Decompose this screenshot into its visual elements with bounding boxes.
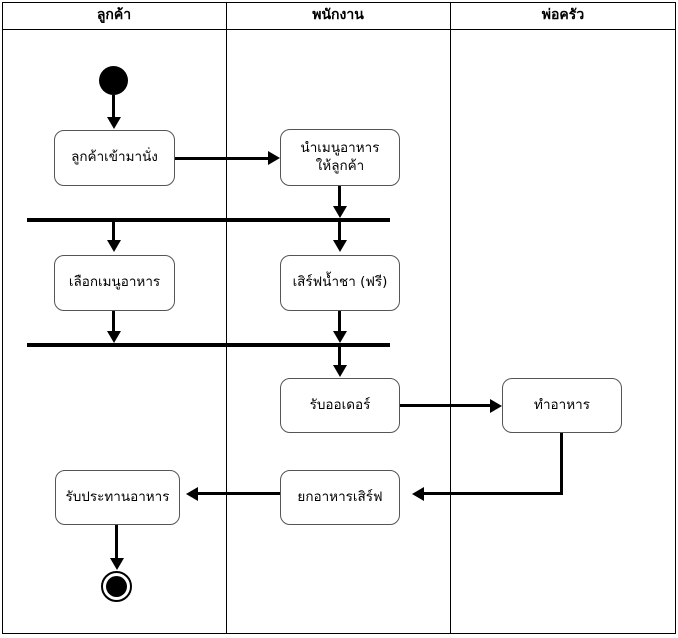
- edge-seat-to-menu: [175, 156, 269, 160]
- arrowhead-cook-to-serve: [412, 487, 424, 501]
- lane-header-chef: พ่อครัว: [541, 7, 585, 23]
- arrowhead-take-order-to-cook: [490, 398, 502, 413]
- activity-serve-food[interactable]: ยกอาหารเสิร์ฟ: [280, 470, 400, 525]
- arrowhead-seat-to-menu: [268, 151, 280, 165]
- activity-customer-sits[interactable]: ลูกค้าเข้ามานั่ง: [54, 130, 175, 186]
- lane-header-staff: พนักงาน: [312, 7, 364, 23]
- activity-choose-menu-label: เลือกเมนูอาหาร: [68, 274, 161, 291]
- arrowhead-eat-to-final: [109, 558, 124, 570]
- activity-customer-sits-label: ลูกค้าเข้ามานั่ง: [71, 149, 158, 166]
- edge-fork-to-choose-menu: [112, 222, 115, 242]
- initial-node: [99, 66, 128, 95]
- lane-header-customer: ลูกค้า: [96, 7, 132, 23]
- edge-serve-tea-to-join: [338, 311, 341, 333]
- arrowhead-menu-to-fork: [332, 206, 347, 218]
- activity-serve-food-label: ยกอาหารเสิร์ฟ: [297, 488, 383, 505]
- arrowhead-fork-to-choose-menu: [106, 240, 121, 252]
- edge-cook-to-serve-vertical: [560, 433, 563, 495]
- activity-take-order-label: รับออเดอร์: [309, 396, 371, 413]
- lane-divider-customer-staff: [226, 2, 227, 634]
- fork-bar-1: [27, 218, 390, 222]
- edge-take-order-to-cook: [400, 404, 491, 407]
- activity-bring-menu-label-line2: ให้ลูกค้า: [315, 157, 365, 174]
- activity-eat-food[interactable]: รับประทานอาหาร: [55, 470, 180, 525]
- edge-menu-to-fork: [338, 186, 341, 209]
- arrowhead-fork-to-serve-tea: [332, 240, 347, 252]
- edge-start-to-seat: [112, 95, 115, 118]
- edge-join-to-take-order: [338, 347, 341, 367]
- activity-take-order[interactable]: รับออเดอร์: [280, 378, 400, 433]
- edge-fork-to-serve-tea: [338, 222, 341, 242]
- arrowhead-serve-to-eat: [186, 487, 198, 501]
- arrowhead-join-to-take-order: [332, 365, 347, 377]
- lane-divider-staff-chef: [450, 2, 451, 634]
- activity-eat-food-label: รับประทานอาหาร: [65, 488, 170, 505]
- arrowhead-start-to-seat: [106, 117, 121, 129]
- final-node: [101, 571, 132, 602]
- join-bar-1: [27, 343, 390, 347]
- activity-choose-menu[interactable]: เลือกเมนูอาหาร: [54, 255, 175, 311]
- activity-serve-tea-label: เสิร์ฟน้ำชา (ฟรี): [292, 274, 388, 291]
- edge-serve-to-eat: [198, 492, 280, 495]
- activity-bring-menu[interactable]: นำเมนูอาหาร ให้ลูกค้า: [280, 129, 400, 186]
- lane-header-separator: [2, 29, 676, 30]
- activity-serve-tea[interactable]: เสิร์ฟน้ำชา (ฟรี): [280, 255, 400, 311]
- arrowhead-serve-tea-to-join: [332, 331, 347, 343]
- arrowhead-choose-menu-to-join: [106, 331, 121, 343]
- activity-bring-menu-label-line1: นำเมนูอาหาร: [300, 140, 380, 157]
- edge-choose-menu-to-join: [112, 311, 115, 333]
- activity-cook-food[interactable]: ทำอาหาร: [502, 378, 622, 433]
- edge-eat-to-final: [115, 525, 118, 560]
- edge-cook-to-serve-horizontal: [424, 492, 563, 495]
- activity-cook-food-label: ทำอาหาร: [534, 396, 590, 413]
